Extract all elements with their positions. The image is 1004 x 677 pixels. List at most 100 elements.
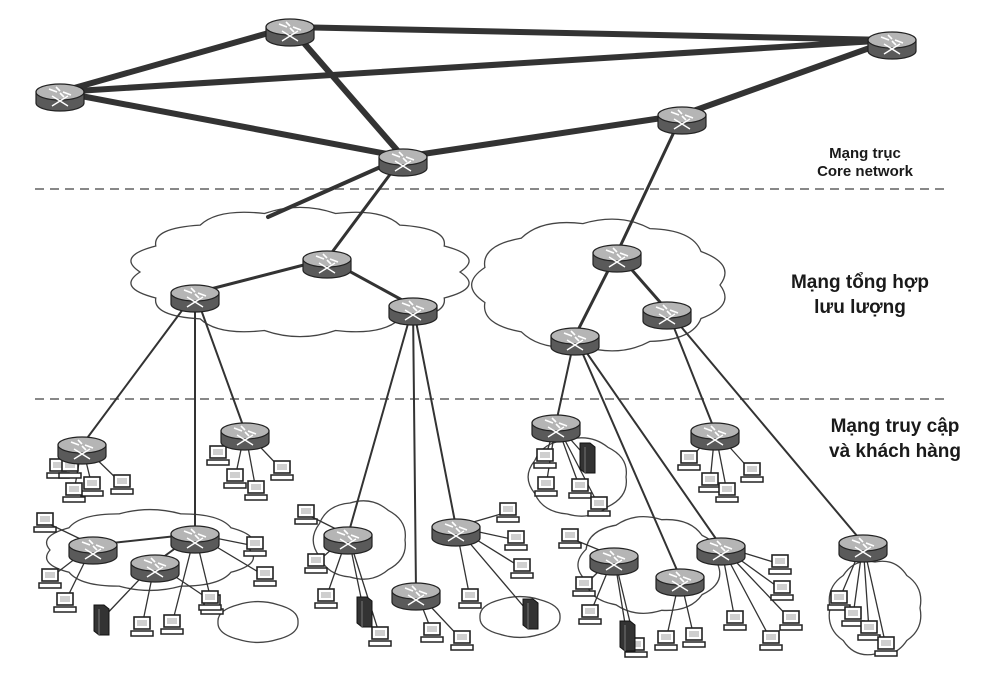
router-arrows <box>183 287 207 299</box>
keyboard <box>779 624 803 631</box>
router-top <box>378 148 428 166</box>
keyboard <box>223 482 247 489</box>
router-top <box>531 414 581 432</box>
keyboard <box>857 634 881 641</box>
aggregation-network-label: Mạng tổng hợp lưu lượng <box>770 270 950 320</box>
computer-icon <box>510 558 534 579</box>
keyboard <box>568 492 592 499</box>
access-cloud-2 <box>217 600 299 644</box>
router-icon <box>642 301 692 330</box>
computer-icon <box>534 476 558 497</box>
router-top <box>838 534 888 552</box>
screen <box>69 486 79 492</box>
computer-icon <box>253 566 277 587</box>
router-top <box>589 547 639 565</box>
keyboard <box>304 567 328 574</box>
server-icon <box>93 604 110 636</box>
layer-separators <box>35 188 945 400</box>
keyboard <box>682 641 706 648</box>
screen <box>65 462 75 468</box>
router-icon <box>130 554 180 583</box>
router-cross <box>854 546 872 558</box>
keyboard <box>715 496 739 503</box>
computer-icon <box>198 590 222 611</box>
computer-icon <box>779 610 803 631</box>
screen <box>864 624 874 630</box>
screen <box>766 634 776 640</box>
router-top <box>57 436 107 454</box>
router-icon <box>170 284 220 313</box>
core-link <box>57 24 293 95</box>
router-cross <box>566 339 584 351</box>
router-top <box>867 31 917 49</box>
router-cross <box>407 594 425 606</box>
screen <box>277 464 287 470</box>
router-icon <box>838 534 888 563</box>
computer-icon <box>572 576 596 597</box>
computer-icon <box>270 460 294 481</box>
keyboard <box>110 488 134 495</box>
router-icon <box>391 582 441 611</box>
keyboard <box>759 644 783 651</box>
computer-icon <box>533 448 557 469</box>
server-body <box>579 442 596 474</box>
router-icon <box>265 18 315 47</box>
computer-icon <box>827 590 851 611</box>
computer-icon <box>504 530 528 551</box>
server-icon <box>619 620 636 652</box>
uplink <box>615 113 684 255</box>
screen <box>722 486 732 492</box>
computer-icon <box>62 482 86 503</box>
router-cross <box>281 30 299 42</box>
keyboard <box>677 464 701 471</box>
screen <box>230 472 240 478</box>
server-body <box>93 604 110 636</box>
core-label-en: Core network <box>817 163 913 180</box>
keyboard <box>198 604 222 611</box>
keyboard <box>368 640 392 647</box>
core-link <box>57 37 895 95</box>
links-layer <box>44 24 895 648</box>
access-uplink <box>347 305 414 536</box>
router-arrows <box>404 585 428 597</box>
router-top <box>170 525 220 543</box>
access-uplink <box>666 309 864 544</box>
router-arrows <box>336 529 360 541</box>
keyboard <box>314 602 338 609</box>
router-icon <box>657 106 707 135</box>
computer-icon <box>558 528 582 549</box>
router-arrows <box>655 304 679 316</box>
screen <box>705 476 715 482</box>
screen <box>260 570 270 576</box>
access-uplink <box>412 305 417 592</box>
access-network-label: Mạng truy cập và khách hàng <box>805 414 985 464</box>
screen <box>311 557 321 563</box>
router-icon <box>323 526 373 555</box>
keyboard <box>458 602 482 609</box>
computer-icon <box>723 610 747 631</box>
router-icon <box>388 297 438 326</box>
computer-icon <box>857 620 881 641</box>
screen <box>585 608 595 614</box>
keyboard <box>874 650 898 657</box>
router-arrows <box>444 521 468 533</box>
router-arrows <box>670 109 694 121</box>
computer-icon <box>874 636 898 657</box>
screen <box>251 484 261 490</box>
screen <box>579 580 589 586</box>
keyboard <box>654 644 678 651</box>
router-cross <box>146 566 164 578</box>
computer-icon <box>450 630 474 651</box>
screen <box>775 558 785 564</box>
screen <box>375 630 385 636</box>
router-icon <box>696 537 746 566</box>
computer-icon <box>33 512 57 533</box>
keyboard <box>558 542 582 549</box>
router-top <box>170 284 220 302</box>
keyboard <box>294 518 318 525</box>
screen <box>834 594 844 600</box>
router-icon <box>550 327 600 356</box>
router-top <box>431 518 481 536</box>
router-icon <box>170 525 220 554</box>
